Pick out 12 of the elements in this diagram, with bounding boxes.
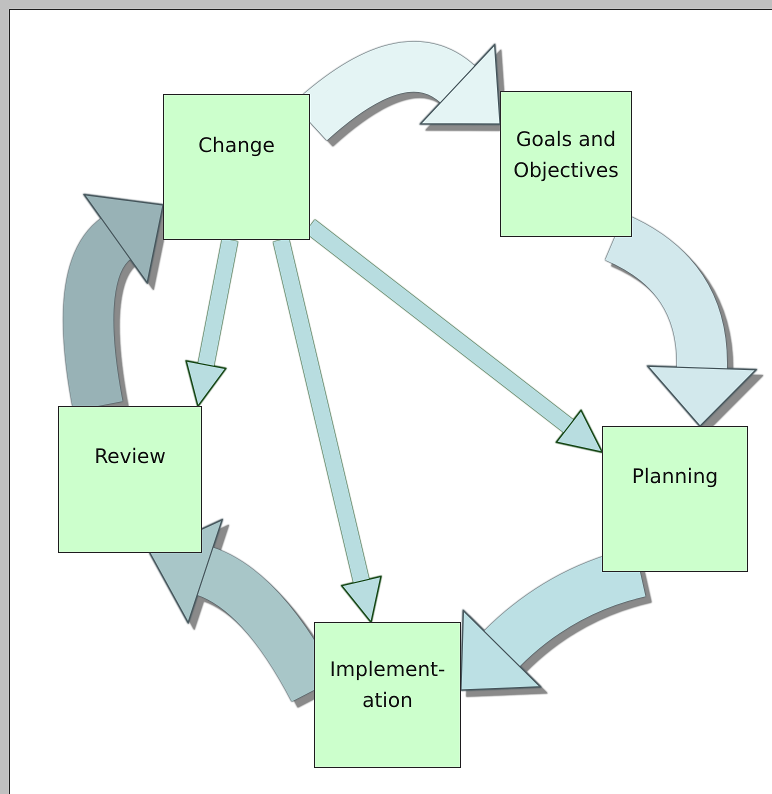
box-label: Planning — [632, 463, 718, 490]
arrow — [273, 238, 382, 623]
arrow — [186, 238, 238, 407]
process-box — [163, 94, 310, 240]
box-label: Review — [94, 443, 166, 470]
process-box — [602, 426, 748, 572]
box-label: Change — [198, 132, 275, 159]
process-box — [58, 406, 202, 553]
box-label: Implement- ation — [328, 656, 446, 714]
process-box — [500, 91, 632, 237]
box-label: Goals and Objectives — [512, 126, 620, 184]
process-box — [314, 622, 461, 768]
